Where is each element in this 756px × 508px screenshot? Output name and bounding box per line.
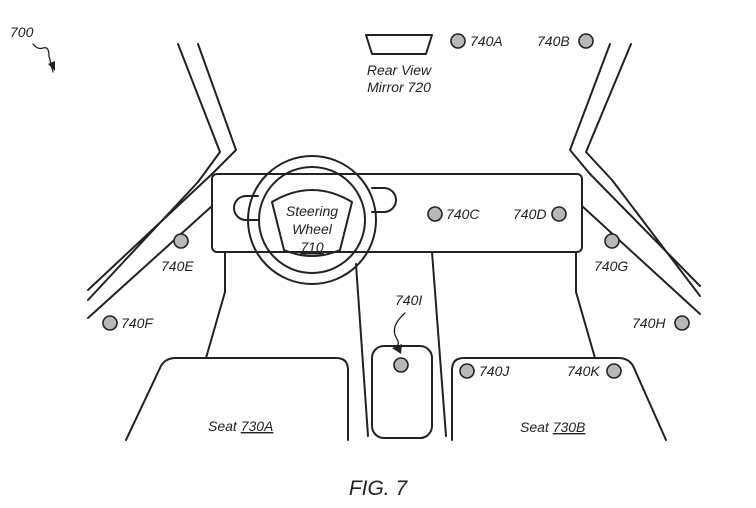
rear-view-mirror-label-line1: Rear View — [367, 62, 432, 78]
sensor-740e-label: 740E — [161, 258, 194, 274]
dashboard — [211, 173, 583, 253]
figure-number-arrowhead — [48, 61, 55, 71]
dashboard-right-vent — [371, 187, 397, 213]
right-door-panel — [581, 173, 701, 315]
left-door-panel — [87, 173, 213, 319]
sensor-740k-label: 740K — [567, 363, 600, 379]
sensor-740e-icon — [173, 233, 189, 249]
sensor-740k-icon — [606, 363, 622, 379]
sensor-740f-label: 740F — [121, 315, 154, 331]
sensor-740h-icon — [674, 315, 690, 331]
sensor-740j-icon — [459, 363, 475, 379]
right-a-pillar — [569, 43, 632, 181]
figure-caption: FIG. 7 — [349, 477, 409, 500]
sensor-740c-icon — [427, 206, 443, 222]
figure-number-label: 700 — [10, 24, 34, 40]
sensor-740j-label: 740J — [479, 363, 510, 379]
sensor-740i-label: 740I — [395, 292, 422, 308]
dashboard-left-vent — [233, 195, 259, 221]
sensor-740g-label: 740G — [594, 258, 628, 274]
sensor-740h-label: 740H — [632, 315, 666, 331]
sensor-740f-icon — [102, 315, 118, 331]
sensor-740i-arrowhead — [392, 344, 402, 354]
figure-number-arrow — [32, 43, 54, 73]
sensor-740c-label: 740C — [446, 206, 480, 222]
sensor-740a-label: 740A — [470, 33, 503, 49]
seat-730b-label: Seat 730B — [520, 419, 585, 435]
left-footwell — [205, 251, 596, 359]
seat-730a — [125, 357, 349, 441]
sensor-740b-label: 740B — [537, 33, 570, 49]
sensor-740b-icon — [578, 33, 594, 49]
seat-730b — [451, 357, 667, 441]
left-a-pillar — [177, 43, 237, 183]
sensor-740d-label: 740D — [513, 206, 546, 222]
console-armrest — [371, 345, 433, 439]
rear-view-mirror-label-line2: Mirror 720 — [367, 79, 431, 95]
rear-view-mirror — [365, 34, 433, 55]
sensor-740a-icon — [450, 33, 466, 49]
steering-wheel-outer — [247, 155, 377, 285]
sensor-740i-icon — [393, 357, 409, 373]
steering-wheel-label-line2: Wheel — [292, 221, 333, 237]
steering-wheel-inner — [258, 166, 366, 274]
steering-wheel-ref: 710 — [300, 239, 324, 255]
center-console — [355, 251, 447, 437]
sensor-740g-icon — [604, 233, 620, 249]
sensor-740i-leader — [393, 312, 406, 350]
steering-wheel-hub — [271, 189, 353, 257]
sensor-740d-icon — [551, 206, 567, 222]
steering-wheel-label-line1: Steering — [286, 203, 338, 219]
seat-730a-label: Seat 730A — [208, 418, 273, 434]
